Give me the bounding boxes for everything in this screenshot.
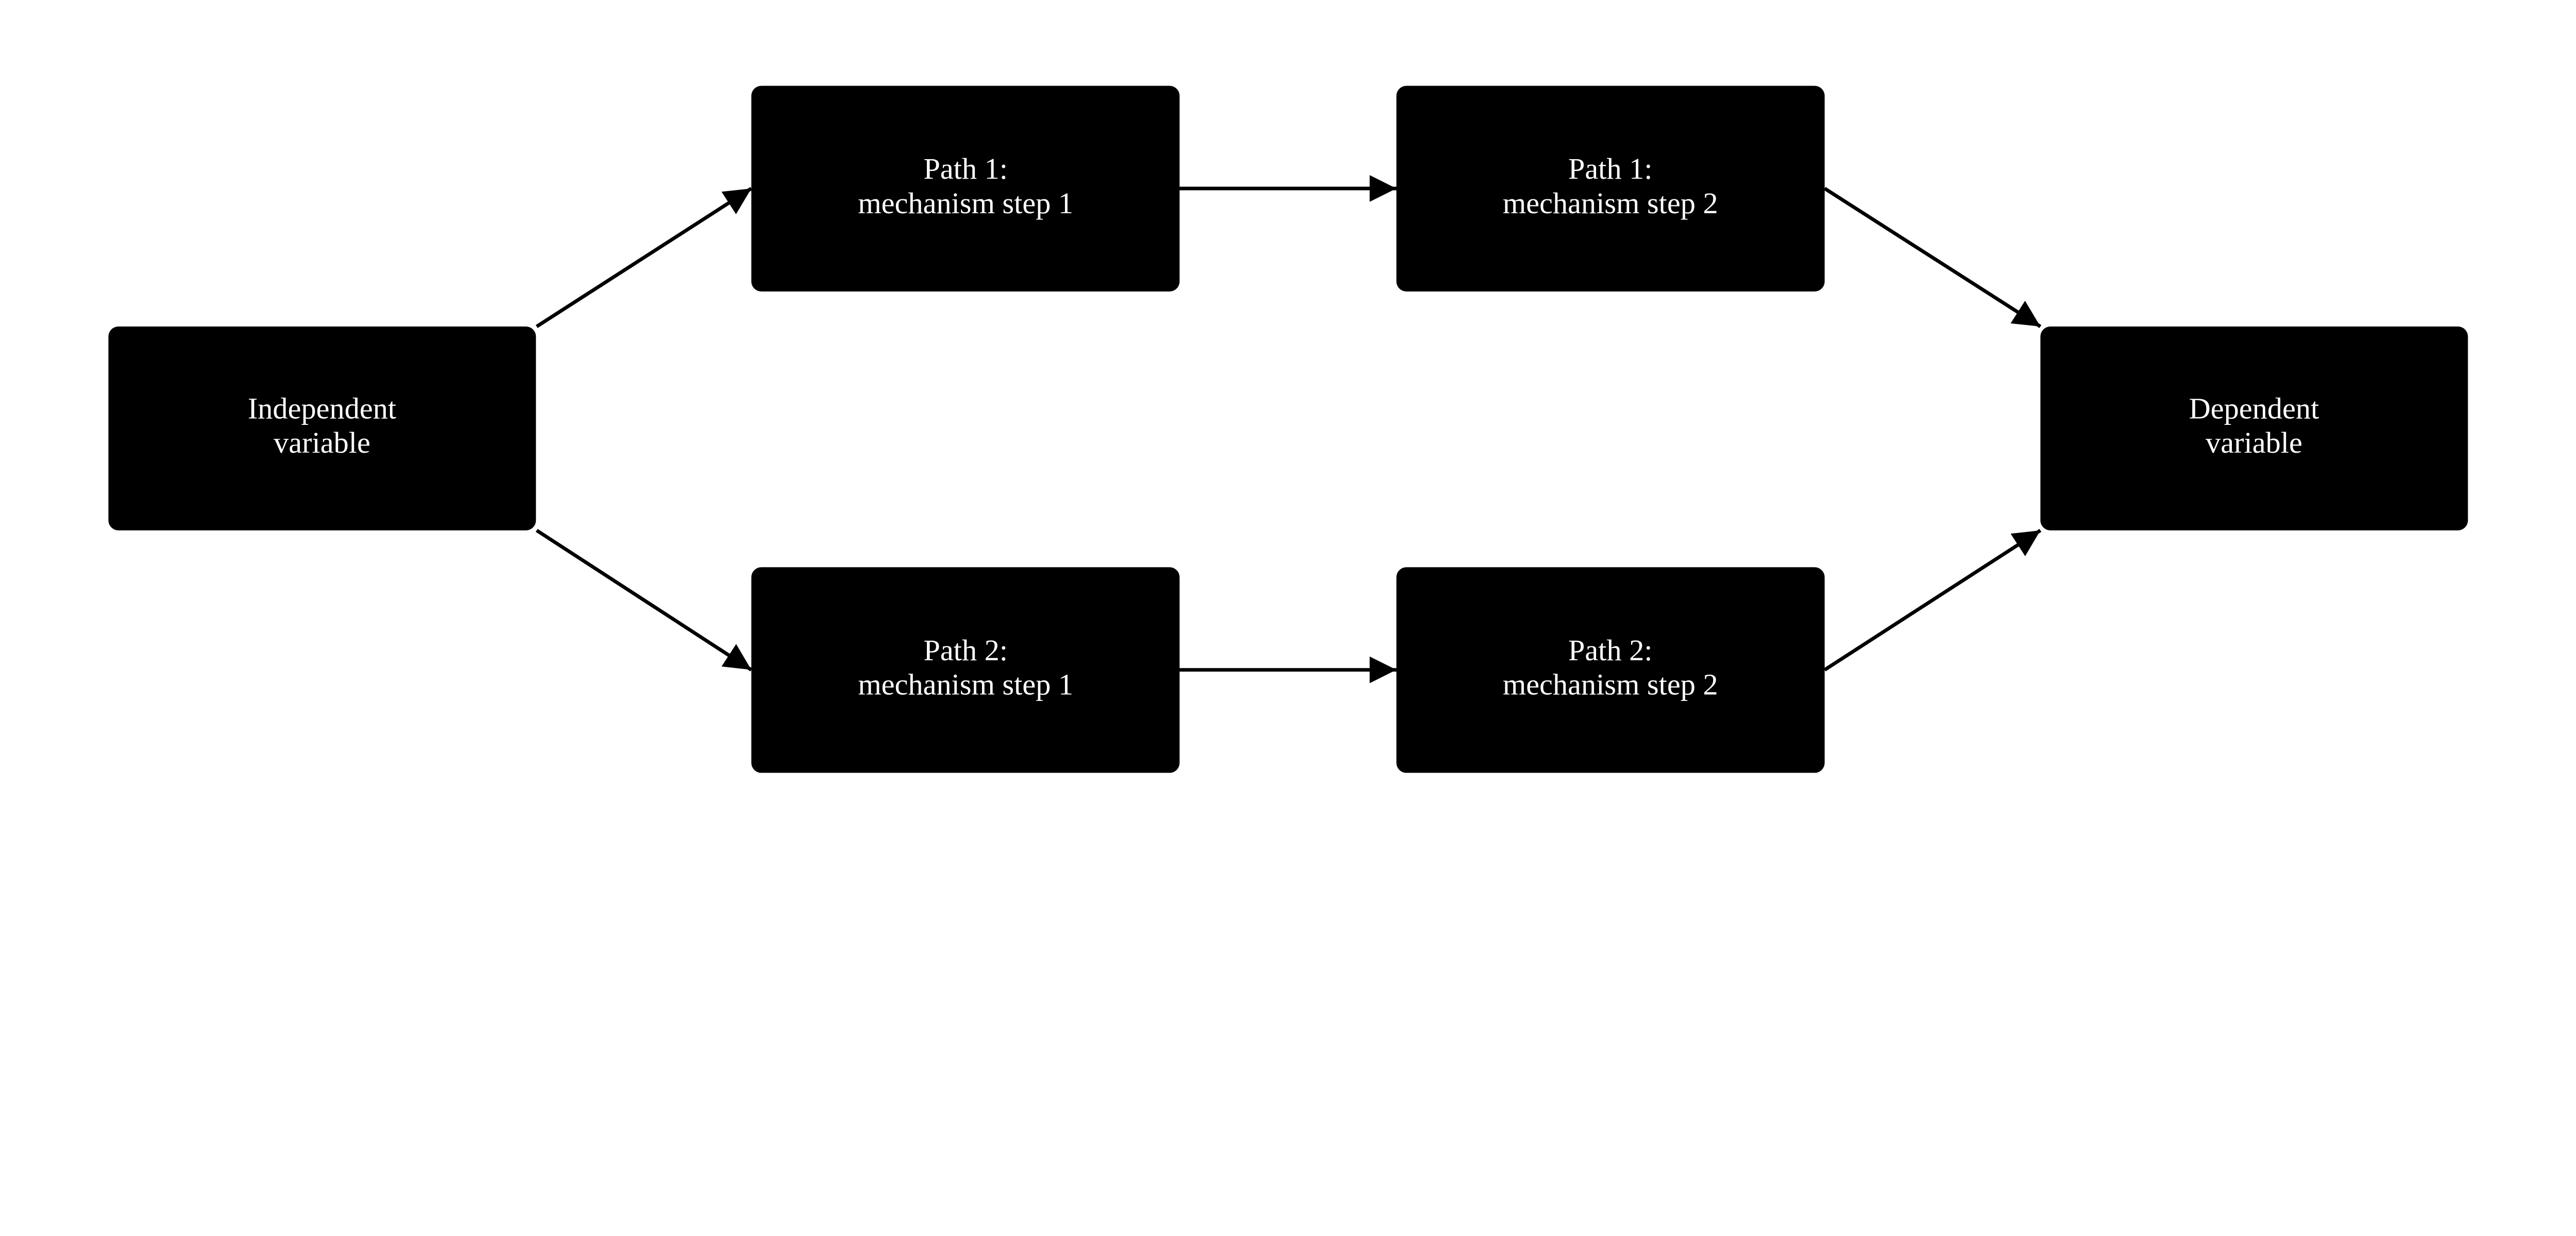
node-dependent-variable: Dependent variable	[2040, 327, 2468, 530]
arrow-p1s2-to-dependent	[1823, 187, 2042, 328]
mediation-diagram: Independent variable Path 1: mechanism s…	[108, 85, 2468, 773]
node-label-line2: mechanism step 2	[1503, 186, 1718, 220]
node-label-line1: Path 1:	[1568, 152, 1653, 185]
arrow-independent-to-p1s1	[535, 187, 753, 328]
node-label-line2: variable	[274, 426, 370, 459]
node-independent-variable: Independent variable	[108, 327, 536, 530]
node-label-line2: variable	[2206, 426, 2302, 459]
node-path1-step1: Path 1: mechanism step 1	[751, 85, 1180, 291]
node-label-line1: Path 1:	[923, 152, 1008, 185]
node-label-line1: Path 2:	[923, 633, 1008, 667]
node-path2-step1: Path 2: mechanism step 1	[751, 567, 1180, 773]
arrow-independent-to-p2s1	[535, 528, 753, 672]
node-label-line1: Dependent	[2189, 391, 2319, 425]
node-path1-step2: Path 1: mechanism step 2	[1396, 85, 1825, 291]
node-label-line1: Independent	[248, 391, 396, 425]
node-label-line2: mechanism step 1	[858, 186, 1073, 220]
node-label-line1: Path 2:	[1568, 633, 1653, 667]
node-label-line2: mechanism step 2	[1503, 668, 1718, 701]
node-path2-step2: Path 2: mechanism step 2	[1396, 567, 1825, 773]
arrow-p2s2-to-dependent	[1823, 528, 2042, 672]
node-label-line2: mechanism step 1	[858, 668, 1073, 701]
